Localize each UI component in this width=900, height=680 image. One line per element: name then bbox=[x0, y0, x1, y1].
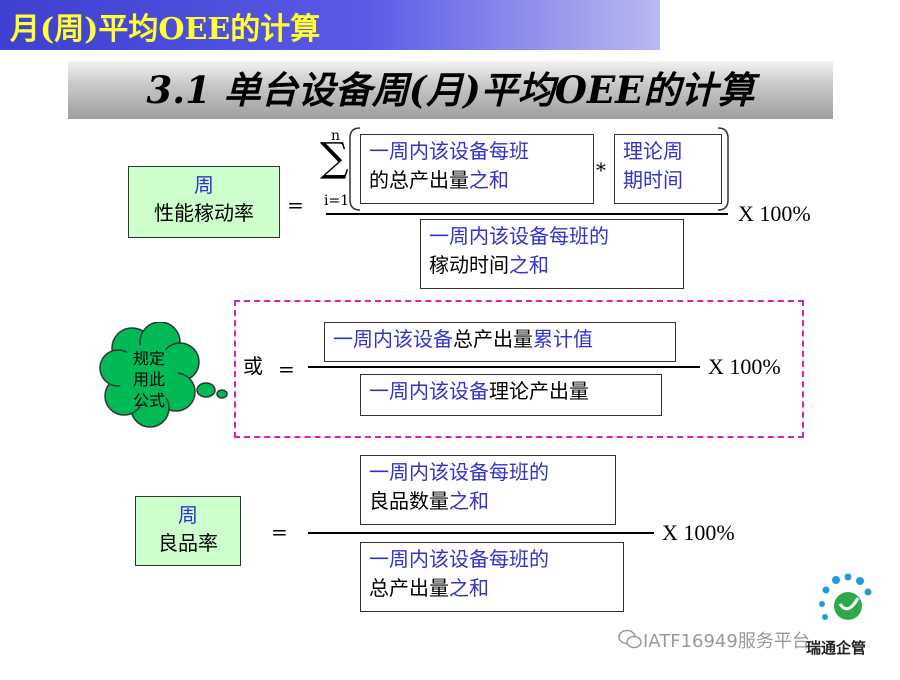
denominator-theoretical-output-box: 一周内该设备理论产出量 bbox=[360, 374, 662, 416]
cloud-text: 规定 用此 公式 bbox=[120, 348, 178, 411]
label-line: 周 bbox=[194, 173, 214, 197]
equals-sign: = bbox=[271, 520, 288, 544]
label-line: 性能稼动率 bbox=[154, 201, 254, 225]
box-text-accent: 一周内该设备 bbox=[369, 379, 489, 403]
cloud-line: 用此 bbox=[132, 370, 165, 389]
denominator-run-time-box: 一周内该设备每班的 稼动时间之和 bbox=[420, 219, 684, 289]
fraction-line bbox=[308, 532, 654, 534]
cloud-line: 规定 bbox=[132, 349, 165, 368]
box-text: 良品数量 bbox=[369, 489, 449, 513]
box-text: 理论周 bbox=[623, 139, 683, 163]
header-bar bbox=[0, 0, 660, 50]
watermark-text: IATF16949服务平台 bbox=[643, 631, 810, 652]
cloud-callout bbox=[99, 322, 228, 428]
box-text-accent: 之和 bbox=[509, 253, 549, 277]
cloud-line: 公式 bbox=[132, 391, 165, 410]
section-title: 3.1 单台设备周(月)平均OEE的计算 bbox=[146, 68, 755, 112]
sum-symbol: ∑ bbox=[320, 135, 349, 181]
bracket-group bbox=[349, 127, 729, 211]
box-text: 总产出量 bbox=[369, 576, 449, 600]
box-text: 一周内该设备每班的 bbox=[429, 224, 609, 248]
sum-lower-limit: i=1 bbox=[324, 193, 350, 209]
box-text-accent: 之和 bbox=[469, 168, 509, 192]
box-text: 的总产出量 bbox=[369, 168, 469, 192]
fraction-line bbox=[326, 213, 728, 215]
label-line: 周 bbox=[178, 503, 198, 527]
denominator-total-output-box: 一周内该设备每班的 总产出量之和 bbox=[360, 542, 624, 612]
box-text-accent: 累计值 bbox=[533, 327, 593, 351]
sum-upper-limit: n bbox=[331, 128, 341, 144]
label-line: 良品率 bbox=[158, 531, 218, 555]
or-label: 或 bbox=[243, 354, 263, 378]
alternative-formula-frame bbox=[234, 300, 804, 438]
box-text: 一周内该设备每班 bbox=[369, 139, 529, 163]
numerator-good-quantity-box: 一周内该设备每班的 良品数量之和 bbox=[360, 455, 616, 525]
wechat-icon bbox=[618, 629, 642, 649]
box-text: 期时间 bbox=[623, 168, 683, 192]
box-text: 一周内该设备每班的 bbox=[369, 547, 549, 571]
equals-sign: = bbox=[278, 357, 295, 381]
box-text: 稼动时间 bbox=[429, 253, 509, 277]
box-text-accent: 之和 bbox=[449, 489, 489, 513]
box-text-accent: 之和 bbox=[449, 576, 489, 600]
header-title: 月(周)平均OEE的计算 bbox=[10, 12, 321, 47]
logo-text: 瑞通企管 bbox=[806, 639, 867, 657]
percent-multiplier: X 100% bbox=[708, 354, 781, 379]
box-text-accent: 一周内该设备 bbox=[333, 327, 453, 351]
percent-multiplier: X 100% bbox=[662, 520, 735, 545]
numerator-total-output-box: 一周内该设备每班 的总产出量之和 bbox=[360, 134, 594, 204]
company-logo bbox=[819, 573, 872, 620]
section-title-bar: 3.1 单台设备周(月)平均OEE的计算 bbox=[68, 61, 833, 119]
theoretical-cycle-time-box: 理论周 期时间 bbox=[614, 134, 722, 204]
multiply-sign: * bbox=[596, 158, 606, 182]
box-text: 理论产出量 bbox=[489, 379, 589, 403]
numerator-cumulative-output-box: 一周内该设备总产出量累计值 bbox=[324, 322, 676, 362]
box-text: 一周内该设备每班的 bbox=[369, 460, 549, 484]
box-text: 总产出量 bbox=[453, 327, 533, 351]
weekly-yield-rate-label: 周 良品率 bbox=[135, 496, 241, 566]
percent-multiplier: X 100% bbox=[738, 201, 811, 226]
fraction-line bbox=[308, 366, 700, 368]
equals-sign: = bbox=[287, 193, 304, 217]
weekly-performance-rate-label: 周 性能稼动率 bbox=[128, 166, 280, 238]
